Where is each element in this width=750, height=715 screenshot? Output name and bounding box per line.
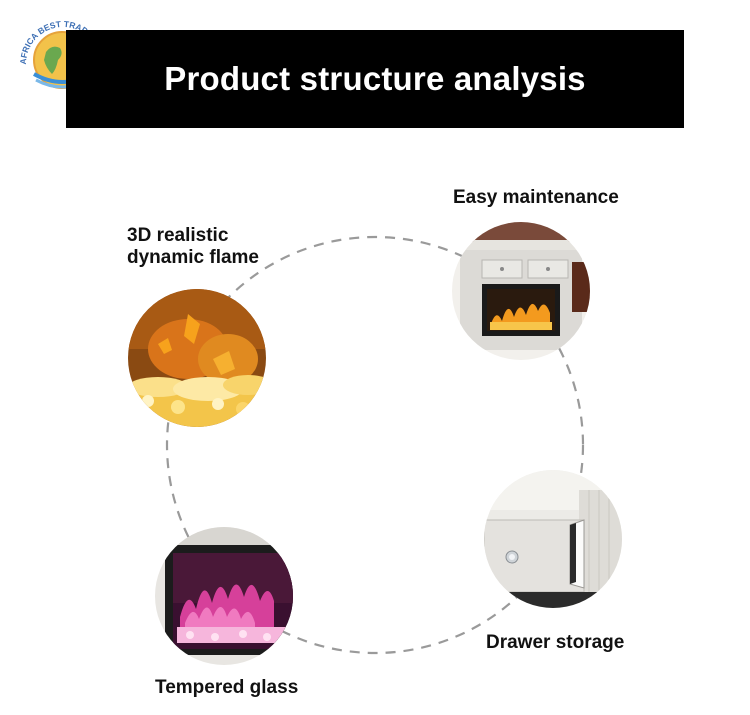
feature-label-maintenance: Easy maintenance [453,187,619,208]
glass-firebox-image [155,527,293,665]
fireplace-cabinet-image [452,222,590,360]
open-drawer-image [484,470,622,608]
feature-label-drawer: Drawer storage [486,632,625,653]
title-banner: Product structure analysis [66,30,684,128]
feature-label-flame: 3D realistic dynamic flame [127,225,259,268]
page-title: Product structure analysis [164,60,586,97]
feature-label-glass: Tempered glass [155,677,299,698]
flame-closeup-image [128,289,266,427]
